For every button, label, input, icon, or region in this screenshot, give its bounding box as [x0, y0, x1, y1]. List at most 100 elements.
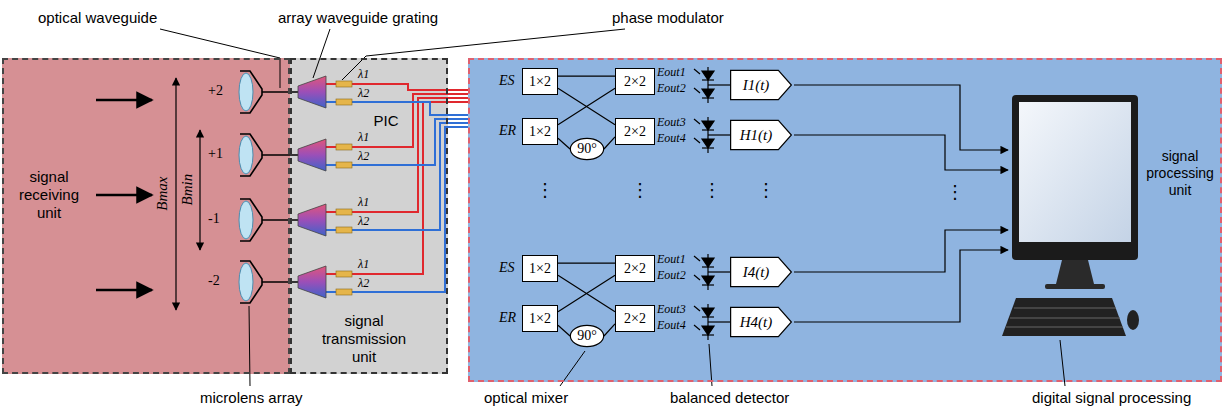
callout-label: balanced detector [670, 389, 789, 406]
signal-line [794, 250, 1008, 322]
symbol-label: ⋮ [703, 180, 721, 201]
box-label: 2×2 [624, 311, 646, 326]
computer-icon [1012, 95, 1138, 260]
coupler-box: 1×2 [522, 68, 558, 95]
balanced-detector [694, 67, 730, 103]
box-label: 90° [577, 328, 597, 343]
phase-shifter: 90° [570, 138, 604, 160]
baseline-arrow [175, 78, 176, 310]
shape-outline [731, 120, 792, 149]
symbol-label: Eout3 [657, 303, 686, 317]
array-waveguide-grating [298, 76, 352, 298]
leader-line [342, 29, 625, 80]
callout-label: digital signal processing [1032, 389, 1191, 406]
shape-outline [731, 70, 792, 99]
callout-label: array waveguide grating [278, 9, 438, 26]
symbol-label: Eout1 [657, 253, 686, 267]
shape-outline [570, 325, 603, 346]
computer-icon [1127, 310, 1139, 330]
callout-label: optical waveguide [38, 9, 157, 26]
panel-title: signal receiving unit [8, 168, 90, 222]
coupler-box: 1×2 [522, 305, 558, 332]
symbol-label: Eout4 [657, 132, 686, 146]
symbol-label: Bmin [179, 174, 196, 206]
array-waveguide-grating [298, 76, 352, 108]
symbol-label: +1 [208, 146, 223, 162]
signal-line [794, 135, 1008, 170]
coupler-box: 2×2 [615, 68, 655, 95]
panel-title: PIC [368, 112, 404, 130]
symbol-label: Eout2 [657, 269, 686, 283]
waveguide-connector [558, 75, 615, 76]
waveguide-connector [558, 263, 615, 264]
shape-outline [731, 307, 792, 336]
phase-shifter: 90° [570, 325, 604, 347]
signal-box: I1(t) [730, 70, 792, 100]
panel-fill [468, 58, 1222, 382]
coupler-box: 2×2 [615, 255, 655, 282]
array-waveguide-grating [298, 266, 352, 298]
box-label: 1×2 [529, 311, 551, 326]
computer-icon [1019, 102, 1131, 242]
box-label: 2×2 [624, 261, 646, 276]
signal-line [794, 85, 1008, 322]
signal-line [794, 230, 1008, 272]
symbol-label: λ1 [358, 131, 369, 145]
waveguide-connector [558, 325, 570, 336]
balanced-detector [694, 117, 730, 153]
computer-icon [1002, 298, 1126, 336]
panel-title: signal processing unit [1140, 148, 1220, 198]
box-label: 1×2 [529, 261, 551, 276]
array-waveguide-grating [298, 204, 352, 236]
computer-icon [1014, 308, 1116, 309]
symbol-label: Bmax [154, 177, 171, 211]
symbol-label: Eout3 [657, 116, 686, 130]
coupler-box: 2×2 [615, 305, 655, 332]
waveguide-connector [558, 275, 615, 312]
leader-line [709, 344, 712, 386]
shape-outline [570, 138, 603, 159]
baseline-arrow [176, 78, 200, 310]
symbol-label: λ1 [358, 258, 369, 272]
balanced-detector [694, 254, 730, 290]
symbol-label: ER [499, 123, 516, 139]
shape-outline [731, 257, 792, 286]
symbol-label: ⋮ [536, 180, 554, 201]
signal-box: H4(t) [730, 307, 792, 337]
computer-icon [1006, 327, 1123, 328]
processing-panel: signal processing unit 1×2 2×2 1×2 90° 2×2 I1(… [468, 58, 1222, 382]
incoming-light-arrow [96, 100, 152, 290]
computer-icon [1002, 95, 1139, 336]
signal-line [794, 85, 1008, 150]
waveguide-connector [558, 138, 570, 149]
balanced-detector [694, 67, 730, 340]
computer-icon [1010, 318, 1120, 319]
symbol-label: ⋮ [631, 180, 649, 201]
baseline-arrow [199, 130, 200, 250]
waveguide-connector [604, 137, 615, 149]
waveguide-connector [604, 324, 615, 336]
balanced-detector [694, 304, 730, 340]
symbol-label: ⋮ [946, 182, 964, 203]
coupler-box: 1×2 [522, 118, 558, 145]
waveguide-connector [558, 88, 615, 125]
panel-title: signal transmission unit [308, 312, 420, 366]
box-label: H1(t) [740, 127, 773, 144]
callout-label: microlens array [200, 389, 303, 406]
signal-box: I4(t) [730, 257, 792, 287]
callout-label: phase modulator [612, 9, 724, 26]
leader-line [313, 29, 330, 78]
symbol-label: ES [499, 73, 515, 89]
box-label: 2×2 [624, 74, 646, 89]
panel-fill [2, 58, 1222, 382]
box-label: 1×2 [529, 124, 551, 139]
symbol-label: +2 [208, 83, 223, 99]
symbol-label: λ2 [358, 277, 369, 291]
incoming-light-arrow [96, 194, 152, 197]
callout-label: optical mixer [484, 389, 568, 406]
box-label: I4(t) [743, 264, 770, 281]
box-label: I1(t) [743, 77, 770, 94]
